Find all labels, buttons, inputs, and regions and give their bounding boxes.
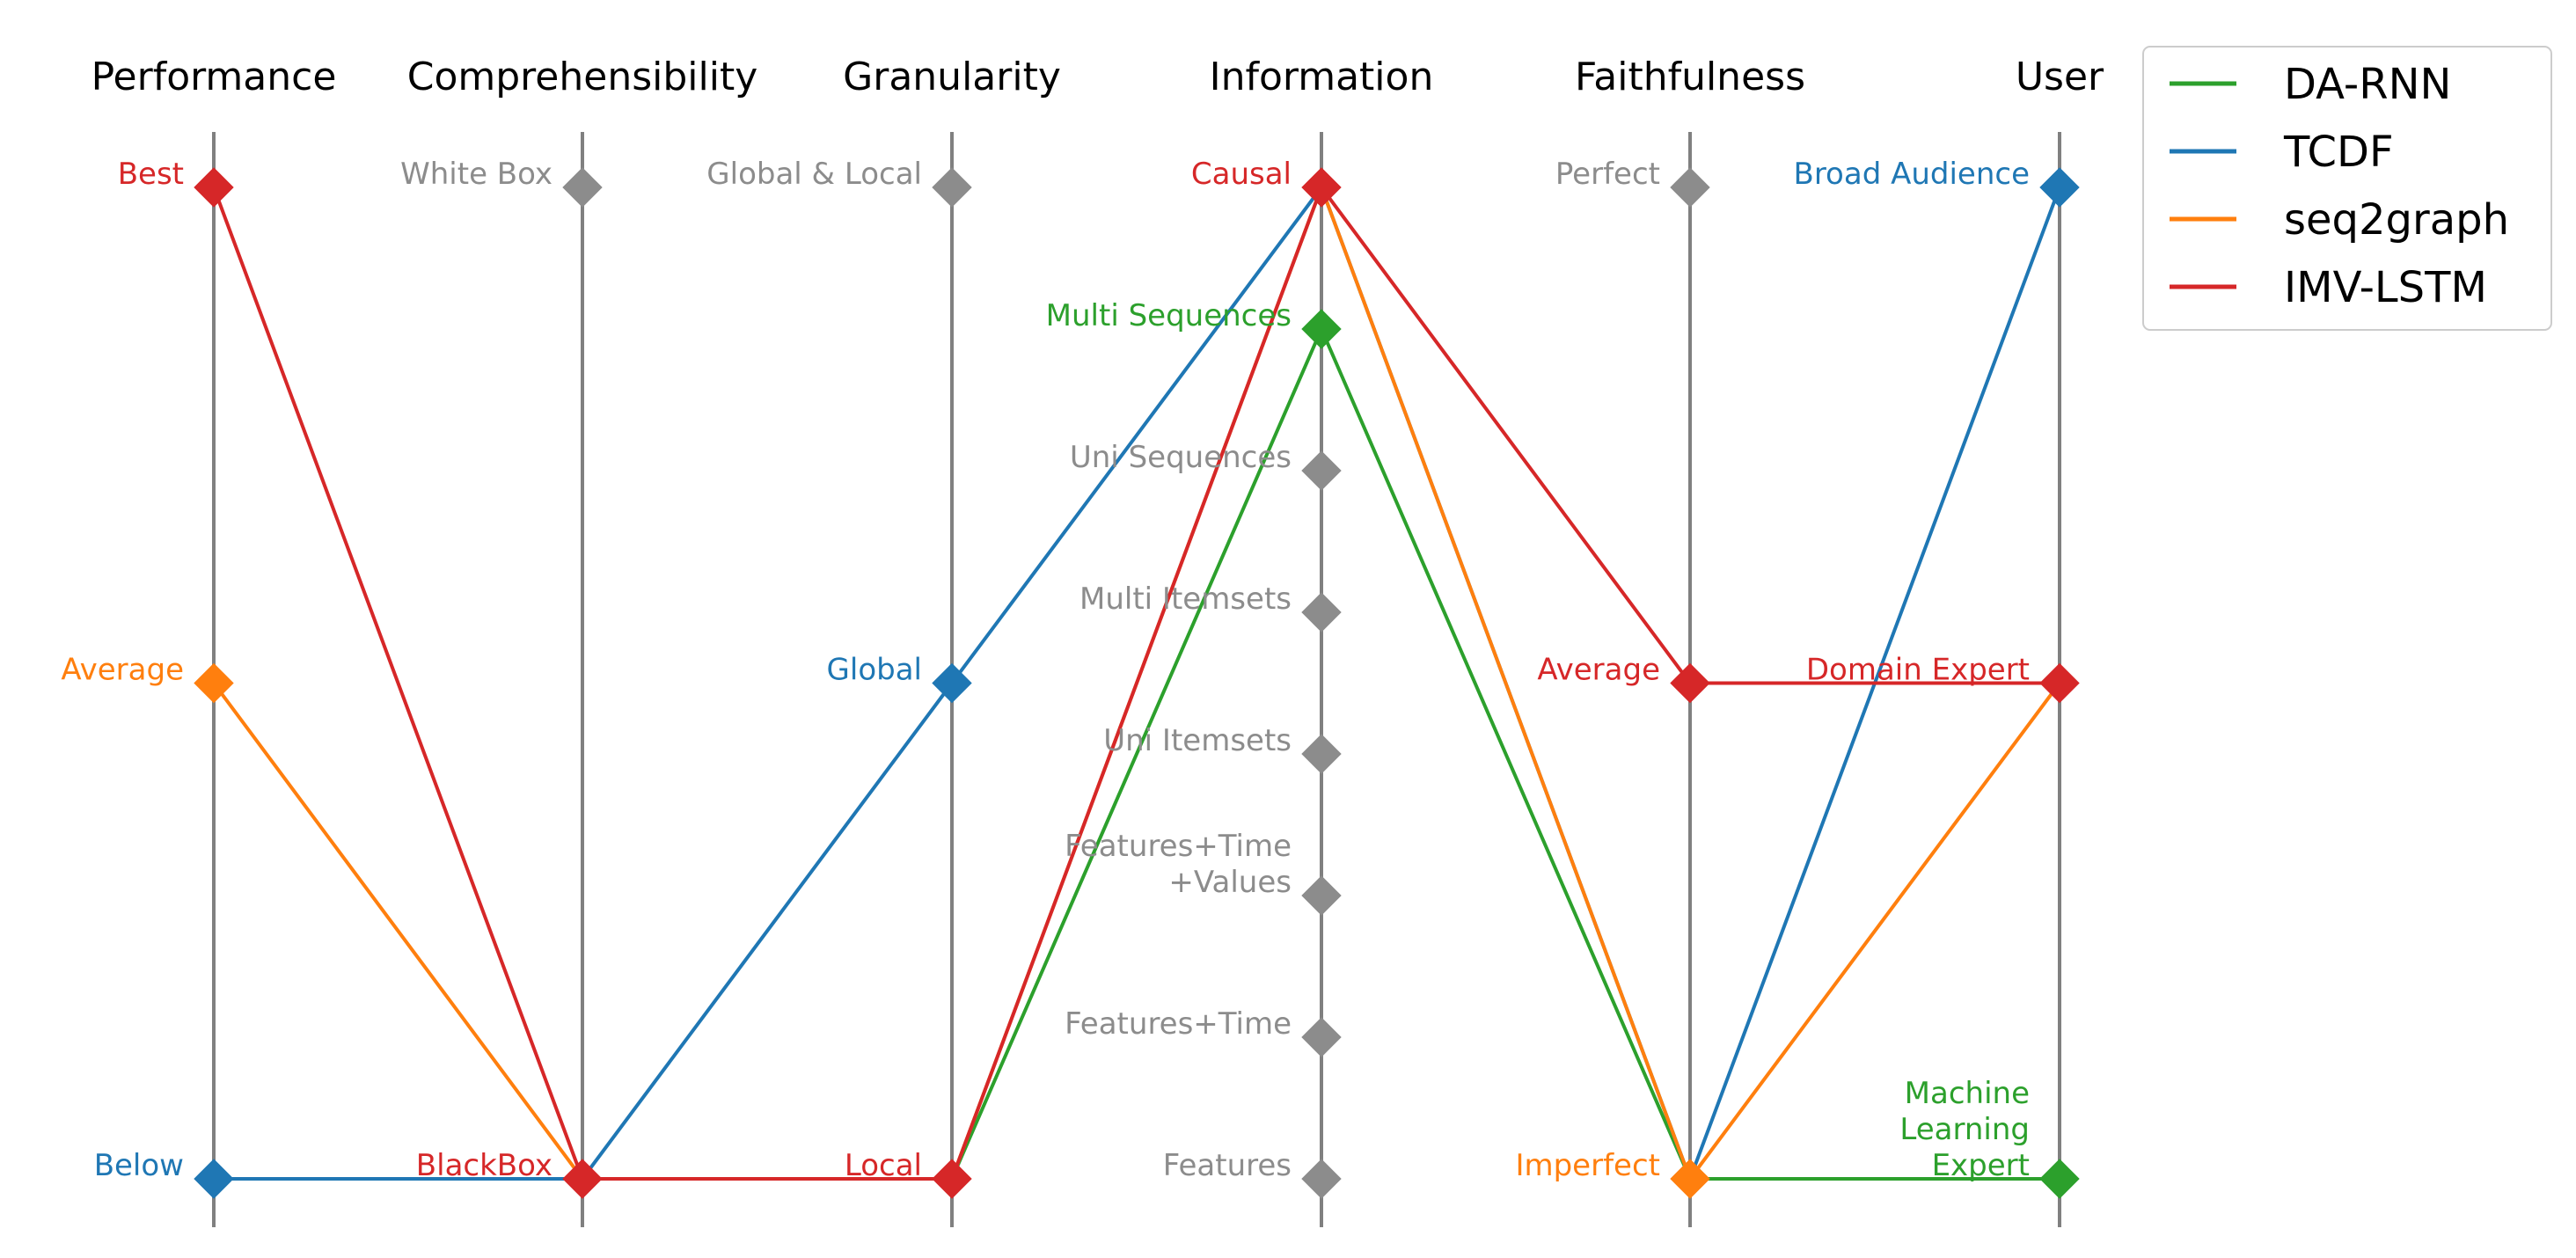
marker-granularity-global [932, 662, 972, 704]
axis-title-information: Information [1210, 55, 1434, 99]
tick-label-information-uni-sequences: Uni Sequences [1070, 440, 1292, 475]
marker-user-broad-audience [2039, 167, 2080, 208]
series-line-imv-lstm [212, 186, 2061, 1181]
tick-label-information-uni-itemsets: Uni Itemsets [1103, 723, 1292, 758]
marker-information-multi-itemsets [1301, 592, 1342, 633]
marker-faithfulness-average [1670, 662, 1710, 704]
legend-label-tcdf: TCDF [2283, 128, 2394, 177]
marker-faithfulness-perfect [1670, 167, 1710, 208]
series-lines-layer [212, 186, 2061, 1181]
tick-label-comprehensibility-blackbox: BlackBox [416, 1148, 553, 1183]
marker-comprehensibility-white-box [562, 167, 603, 208]
series-line-tcdf [212, 186, 2061, 1181]
marker-granularity-global-local [932, 167, 972, 208]
marker-information-uni-itemsets [1301, 734, 1342, 774]
marker-performance-below [194, 1159, 234, 1199]
marker-user-machine-learning-expert [2039, 1159, 2080, 1199]
tick-label-comprehensibility-white-box: White Box [400, 157, 553, 192]
marker-information-multi-sequences [1301, 309, 1342, 349]
tick-label-granularity-global: Global [827, 653, 922, 688]
marker-information-features-time [1301, 1017, 1342, 1057]
marker-comprehensibility-blackbox [562, 1159, 603, 1199]
tick-label-faithfulness-average: Average [1537, 653, 1660, 688]
tick-label-performance-best: Best [118, 157, 184, 192]
tick-label-information-features-time: Features+Time [1065, 1006, 1292, 1042]
markers-layer [194, 167, 2080, 1199]
tick-label-information-multi-itemsets: Multi Itemsets [1079, 581, 1292, 617]
tick-label-faithfulness-perfect: Perfect [1555, 157, 1660, 192]
legend-label-seq2graph: seq2graph [2284, 195, 2509, 245]
tick-label-granularity-global-local: Global & Local [706, 157, 922, 192]
legend-label-da-rnn: DA-RNN [2284, 60, 2451, 109]
marker-granularity-local [932, 1159, 972, 1199]
legend-label-imv-lstm: IMV-LSTM [2284, 263, 2487, 312]
tick-label-information-features-time-values: Features+Time+Values [1065, 829, 1292, 900]
marker-user-domain-expert [2039, 662, 2080, 704]
marker-faithfulness-imperfect [1670, 1159, 1710, 1199]
tick-label-performance-average: Average [61, 653, 184, 688]
tick-label-granularity-local: Local [845, 1148, 922, 1183]
tick-label-faithfulness-imperfect: Imperfect [1515, 1148, 1660, 1183]
marker-information-features [1301, 1159, 1342, 1199]
marker-performance-average [194, 662, 234, 704]
tick-label-information-causal: Causal [1191, 157, 1292, 192]
marker-information-features-time-values [1301, 875, 1342, 916]
axis-title-performance: Performance [91, 55, 337, 99]
axis-title-faithfulness: Faithfulness [1575, 55, 1805, 99]
marker-performance-best [194, 167, 234, 208]
marker-information-causal [1301, 167, 1342, 208]
tick-label-information-features: Features [1163, 1148, 1292, 1183]
legend-box [2142, 46, 2552, 331]
axis-title-granularity: Granularity [843, 55, 1061, 99]
marker-information-uni-sequences [1301, 450, 1342, 491]
tick-label-performance-below: Below [94, 1148, 184, 1183]
tick-label-user-broad-audience: Broad Audience [1794, 157, 2031, 192]
tick-label-user-domain-expert: Domain Expert [1806, 653, 2030, 688]
tick-label-information-multi-sequences: Multi Sequences [1046, 298, 1292, 333]
axis-title-comprehensibility: Comprehensibility [407, 55, 758, 99]
axis-title-user: User [2016, 55, 2104, 99]
